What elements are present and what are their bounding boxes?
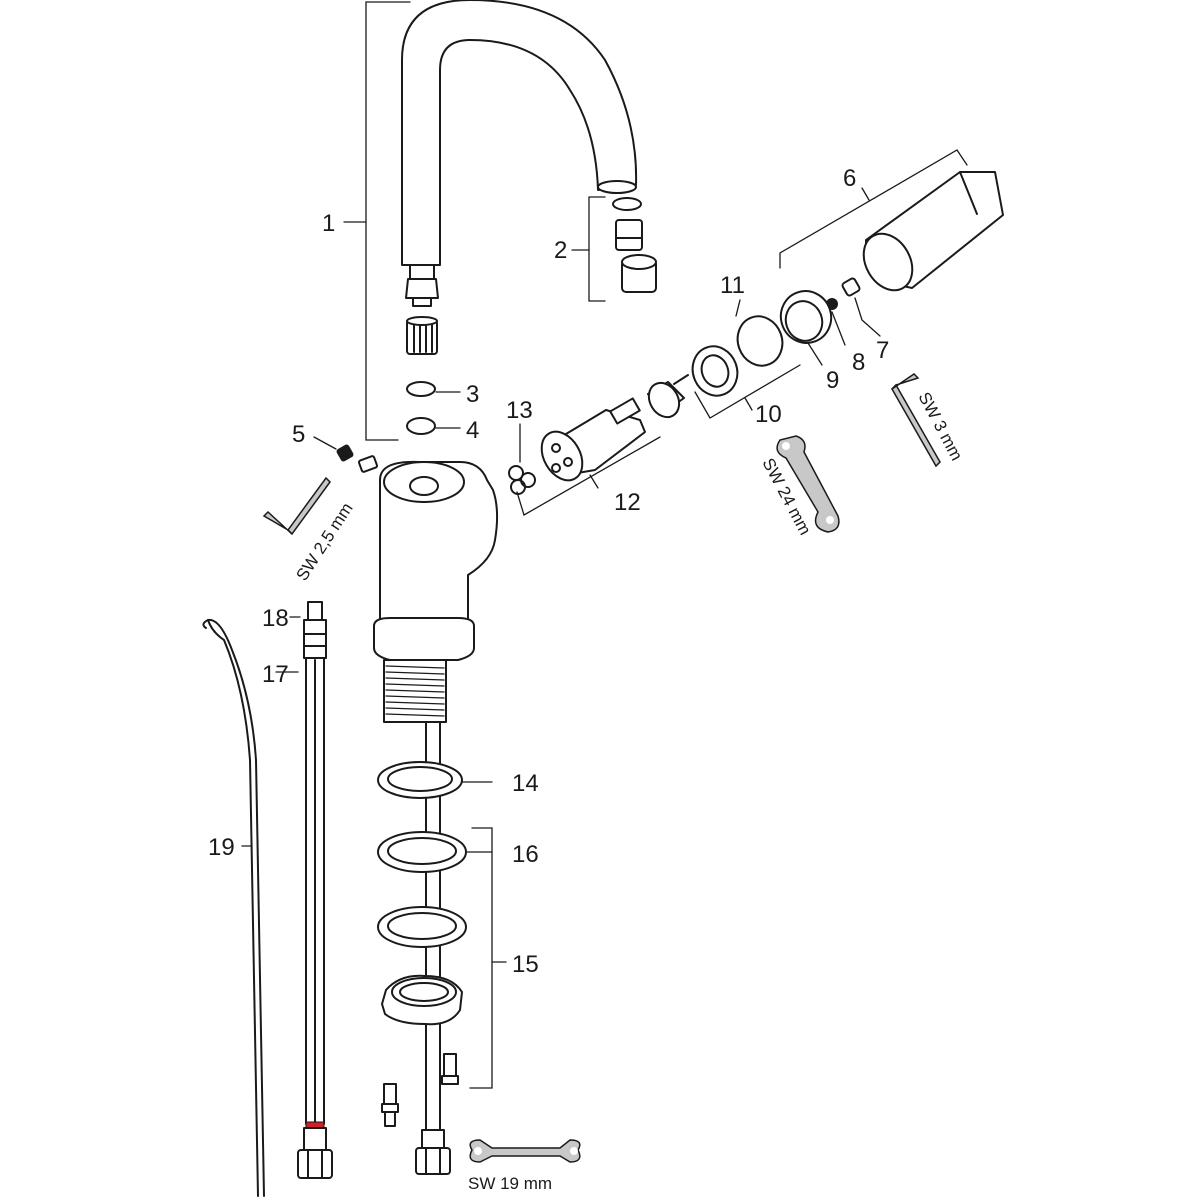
bracket-part-1: 1 [322,1,411,441]
ring-part-11: 11 [720,272,784,367]
flexible-hose-part-17: 17 [262,657,333,1179]
wrench-19mm-icon: SW 19 mm [468,1139,581,1193]
cartridge-part-12: 12 [516,374,689,516]
fixing-plate-part-15 [381,974,463,1026]
hex-key-3mm-icon: SW 3 mm [891,373,966,468]
spout-part [401,0,638,307]
washer-part-14: 14 [377,761,539,799]
washer-part-16b [377,906,467,948]
insert-part-8: 8 [826,298,865,376]
label-part-16: 16 [512,841,539,868]
label-part-1: 1 [322,210,335,237]
label-part-14: 14 [512,770,539,797]
hose-connector-part-18: 18 [262,601,327,659]
wrench-24mm-icon: SW 24 mm [758,435,840,538]
label-part-8: 8 [852,349,865,376]
hex-key-2-5mm-icon: SW 2,5 mm [262,476,357,584]
label-part-5: 5 [292,421,305,448]
label-part-7: 7 [876,337,889,364]
pull-rod-part-19: 19 [202,618,265,1197]
cartridge-nut-part-10: 10 [691,345,801,428]
tool-label-hex-key-large: SW 3 mm [914,389,966,464]
label-part-3: 3 [466,381,479,408]
threaded-stud-part [381,1053,459,1127]
label-part-19: 19 [208,834,235,861]
label-part-13: 13 [506,397,533,424]
label-part-6: 6 [843,165,856,192]
label-part-4: 4 [466,417,479,444]
bracket-part-16: 16 [465,841,539,868]
label-part-10: 10 [755,401,782,428]
strainer-part [406,316,438,355]
o-ring-part-4: 4 [406,417,479,444]
label-part-15: 15 [512,951,539,978]
grub-screw-part-7: 7 [841,277,889,364]
grub-screw-part-5: 5 [292,421,379,473]
mixer-body-part [373,460,499,723]
label-part-2: 2 [554,237,567,264]
label-part-17: 17 [262,661,289,688]
washer-part-16a [377,831,467,873]
o-ring-part-3: 3 [406,381,479,408]
tool-label-wrench-19: SW 19 mm [468,1174,552,1193]
label-part-18: 18 [262,605,289,632]
cover-ring-part-9: 9 [779,290,839,394]
handle-lever-part: 6 [779,149,1004,292]
label-part-11: 11 [720,272,745,299]
label-part-12: 12 [614,489,641,516]
seals-part-13: 13 [506,397,536,495]
label-part-9: 9 [826,367,839,394]
aerator-part: 2 [554,196,657,302]
bracket-part-15: 15 [469,827,539,1089]
pipe-nut-part [415,1129,451,1175]
